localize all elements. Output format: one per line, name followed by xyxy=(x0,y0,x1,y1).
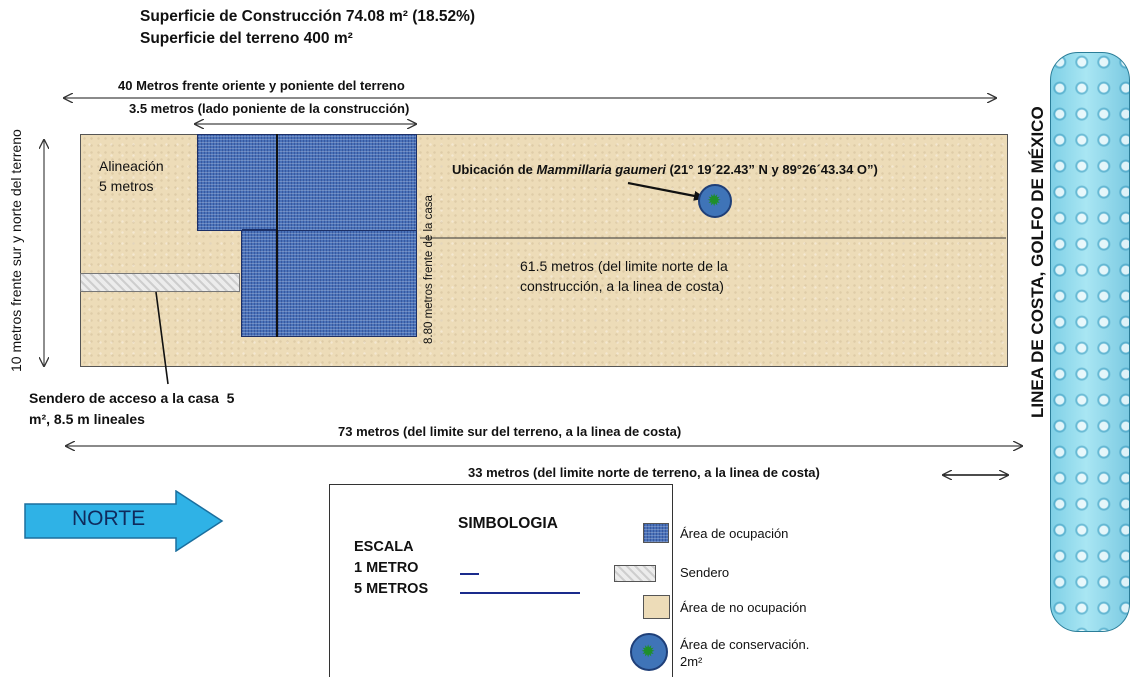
non-occupation-label: Área de no ocupación xyxy=(680,600,807,615)
location-prefix: Ubicación de xyxy=(452,162,537,177)
house-divider xyxy=(276,134,278,337)
scale-5-bar xyxy=(460,592,580,594)
location-label: Ubicación de Mammillaria gaumeri (21° 19… xyxy=(452,162,878,177)
scale-1-bar xyxy=(460,573,479,575)
scale-title: ESCALA xyxy=(354,539,414,555)
non-occupation-swatch xyxy=(643,595,670,619)
path-label: Sendero xyxy=(680,565,730,580)
cactus-icon: ✹ xyxy=(707,191,722,210)
sendero-note: Sendero de acceso a la casa 5 m², 8.5 m … xyxy=(29,390,235,427)
construction-35-label: 3.5 metros (lado poniente de la construc… xyxy=(128,101,411,116)
north-arrow: NORTE xyxy=(24,490,224,552)
species-name: Mammillaria gaumeri xyxy=(536,162,666,177)
scale-1-label: 1 METRO xyxy=(354,560,419,576)
house-lower xyxy=(241,230,417,337)
coast-label: LINEA DE COSTA, GOLFO DE MÉXICO xyxy=(1028,106,1047,418)
south-73-label: 73 metros (del limite sur del terreno, a… xyxy=(338,424,682,439)
legend-box: SIMBOLOGIA ESCALA 1 METRO 5 METROS Área … xyxy=(329,484,809,677)
occupation-label: Área de ocupación xyxy=(680,526,789,541)
scale-5-label: 5 METROS xyxy=(354,581,429,597)
north-arrow-label: NORTE xyxy=(72,507,146,530)
land-area-title: Superficie del terreno 400 m² xyxy=(140,30,353,47)
cactus-icon: ✹ xyxy=(641,642,656,661)
location-pointer xyxy=(627,181,706,201)
north-arrow-shape xyxy=(24,490,224,552)
north-33-label: 33 metros (del limite norte de terreno, … xyxy=(468,465,820,480)
alineacion-label: Alineación 5 metros xyxy=(99,158,164,194)
house-880-label: 8.80 metros frente de la casa xyxy=(423,195,435,344)
side-10-label: 10 metros frente sur y norte del terreno xyxy=(8,129,24,372)
gulf-water xyxy=(1050,52,1130,632)
conservation-label: Área de conservación. 2m² xyxy=(680,637,810,669)
width-40-label: 40 Metros frente oriente y poniente del … xyxy=(118,78,405,93)
conservation-swatch: ✹ xyxy=(630,633,668,671)
location-coords: (21° 19´22.43” N y 89°26´43.34 O”) xyxy=(665,162,878,177)
legend-title: SIMBOLOGIA xyxy=(458,515,558,532)
sendero-pointer xyxy=(155,291,169,385)
access-path xyxy=(80,273,240,292)
construction-area-title: Superficie de Construcción 74.08 m² (18.… xyxy=(140,8,476,25)
occupation-swatch xyxy=(643,523,669,543)
house-upper xyxy=(197,134,417,231)
conservation-area-marker: ✹ xyxy=(698,184,732,218)
path-swatch xyxy=(614,565,656,582)
north-615-label: 61.5 metros (del limite norte de la cons… xyxy=(520,258,728,294)
house-step-edge xyxy=(242,229,276,231)
